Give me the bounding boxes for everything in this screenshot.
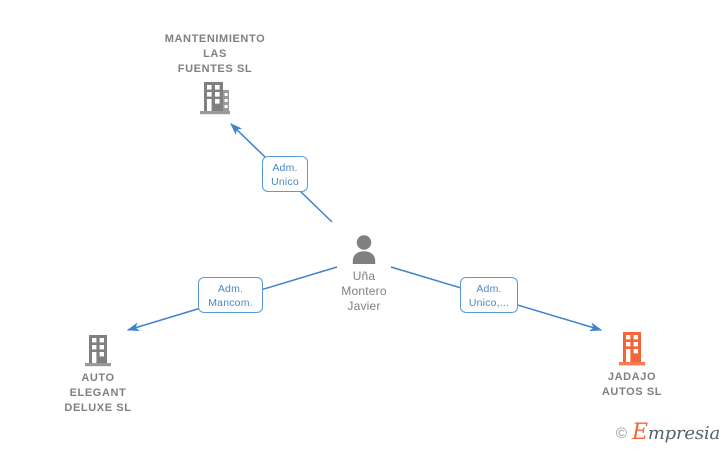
empresia-watermark: © Empresia — [616, 422, 720, 444]
empresia-logo-text: mpresia — [647, 423, 720, 444]
node-person-una-montero-javier[interactable]: Uña Montero Javier — [289, 234, 439, 314]
empresia-logo-initial: E — [631, 420, 648, 445]
empresia-logo: Empresia — [632, 422, 720, 444]
node-company-auto-elegant-deluxe[interactable]: AUTO ELEGANT DELUXE SL — [23, 334, 173, 416]
node-label-person: Uña Montero Javier — [341, 269, 387, 313]
node-company-jadajo-autos[interactable]: JADAJO AUTOS SL — [557, 331, 707, 400]
person-icon — [352, 235, 376, 264]
node-label-jadajo-autos: JADAJO AUTOS SL — [601, 371, 663, 398]
copyright-icon: © — [615, 424, 627, 442]
node-label-mantenimiento: MANTENIMIENTO LAS FUENTES SL — [164, 33, 266, 75]
building-icon — [85, 335, 111, 367]
building-icon — [619, 332, 645, 366]
relationship-label-adm-unico-top[interactable]: Adm. Unico — [262, 156, 308, 192]
relationship-label-adm-mancom[interactable]: Adm. Mancom. — [198, 277, 263, 313]
node-label-auto-elegant-deluxe: AUTO ELEGANT DELUXE SL — [64, 372, 132, 414]
building-icon — [200, 82, 230, 115]
node-company-mantenimiento[interactable]: MANTENIMIENTO LAS FUENTES SL — [140, 32, 290, 115]
relationship-label-adm-unico-right[interactable]: Adm. Unico,... — [460, 277, 518, 313]
